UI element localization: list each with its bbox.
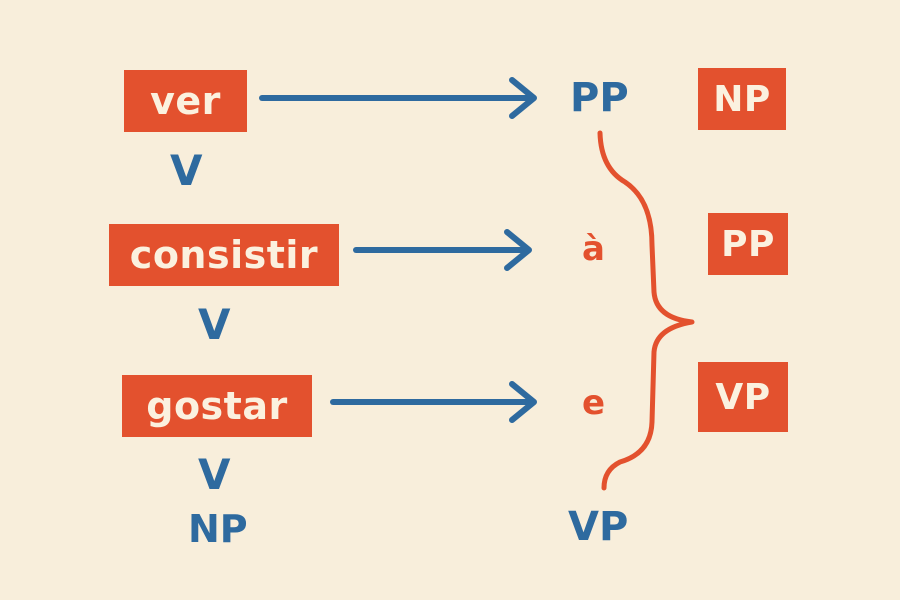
right-box-label: NP: [713, 78, 771, 120]
verb-box-consistir: consistir: [109, 224, 339, 286]
phrase-label-pp: PP: [570, 75, 629, 121]
conjunction-label: e: [582, 383, 606, 423]
right-box-label: PP: [721, 223, 775, 265]
right-box-label: VP: [715, 376, 771, 418]
pos-label-v: V: [198, 300, 231, 349]
arrow-head: [509, 77, 537, 119]
phrase-label-vp: VP: [568, 504, 629, 550]
verb-box-gostar: gostar: [122, 375, 312, 437]
right-box-vp: VP: [698, 362, 788, 432]
np-label-left: NP: [188, 507, 248, 551]
verb-label: gostar: [146, 384, 288, 428]
verb-label: consistir: [129, 233, 319, 277]
verb-box-ver: ver: [124, 70, 247, 132]
right-box-pp: PP: [708, 213, 788, 275]
right-box-np: NP: [698, 68, 786, 130]
preposition-label: à: [582, 229, 605, 269]
pos-label-v: V: [170, 146, 203, 195]
pos-label-v: V: [198, 450, 231, 499]
arrow-head: [509, 381, 537, 423]
verb-label: ver: [150, 79, 221, 123]
curly-brace: [597, 130, 695, 491]
arrow-head: [504, 229, 532, 271]
